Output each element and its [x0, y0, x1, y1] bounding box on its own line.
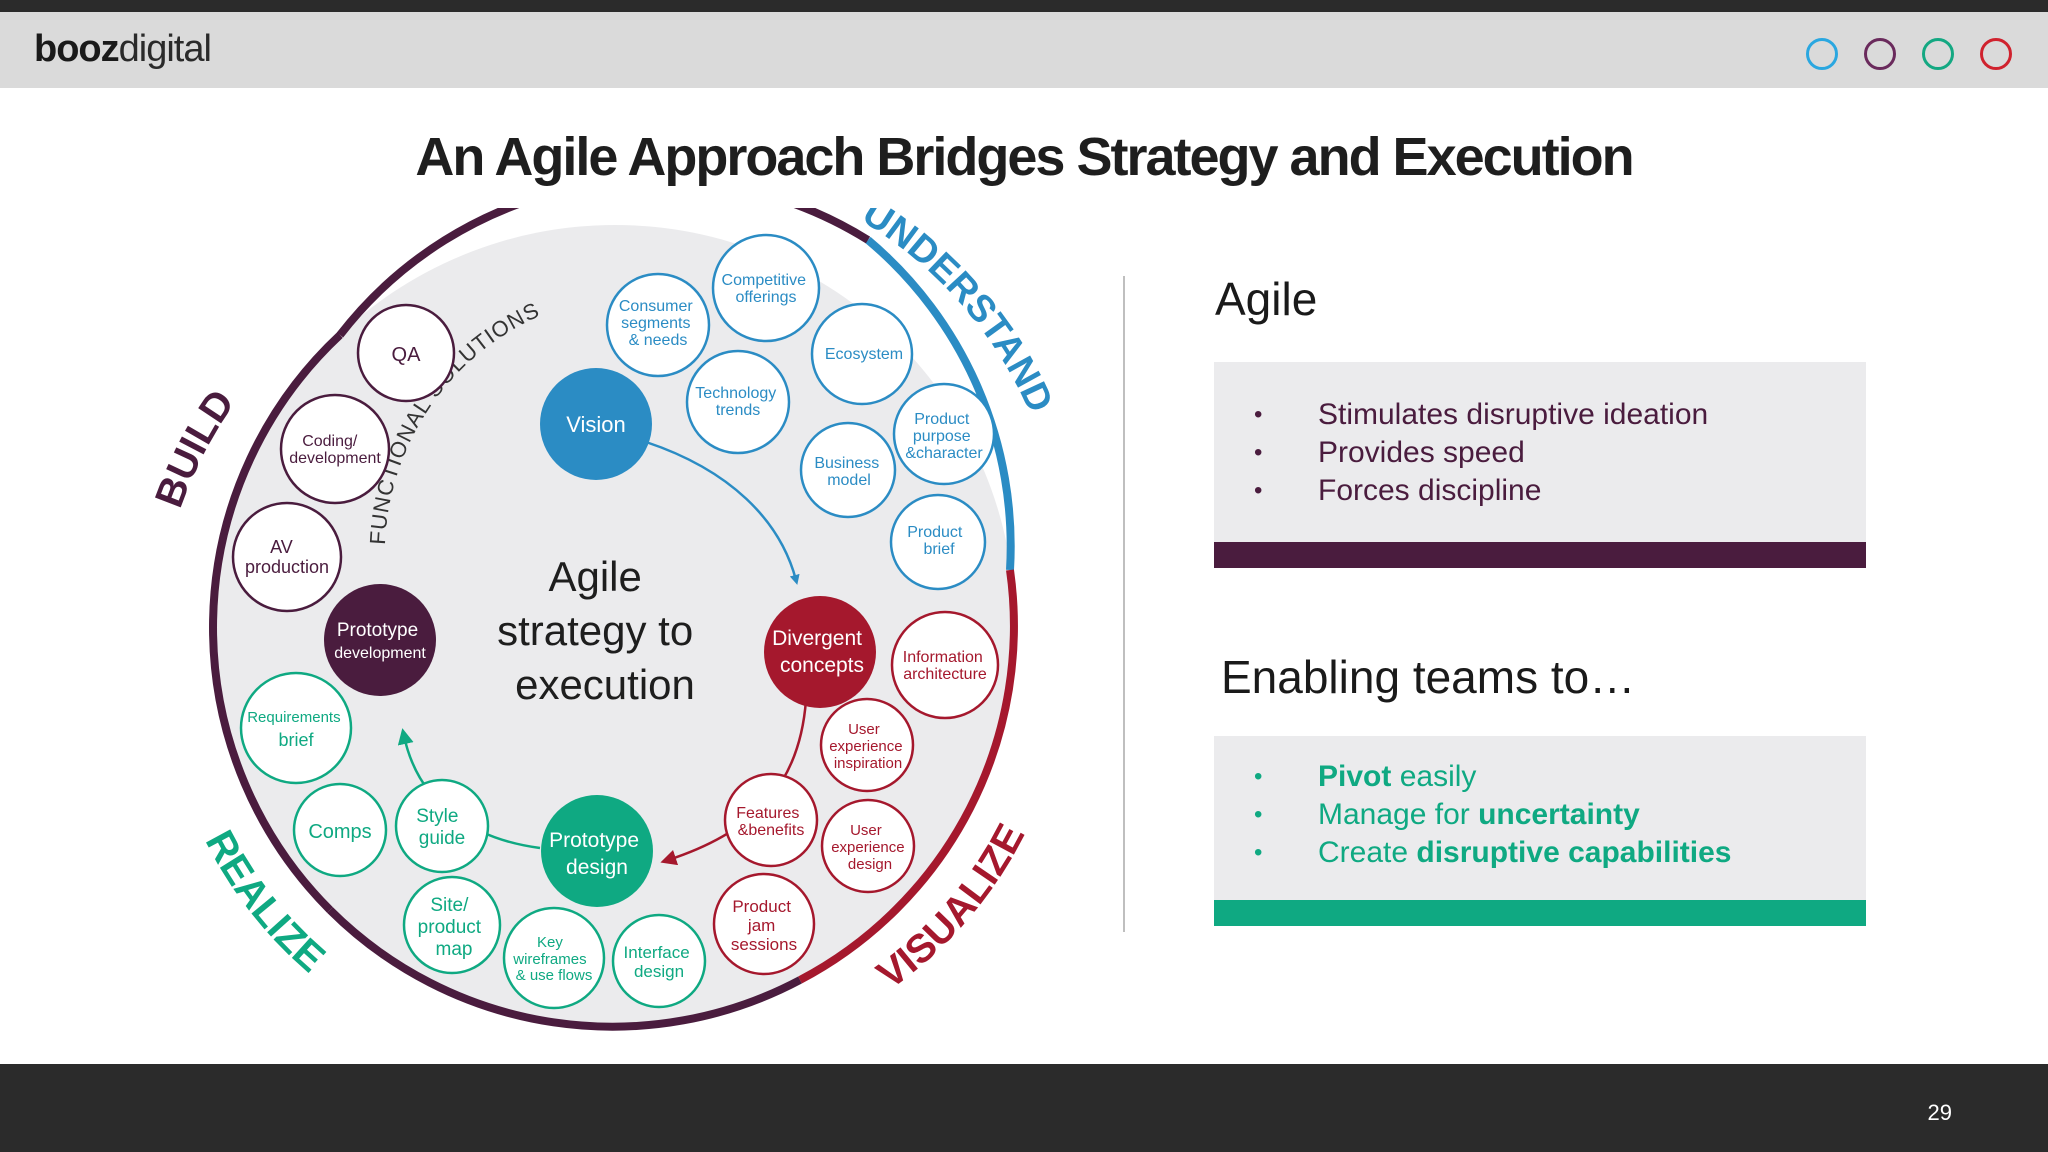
node-qa: QA [356, 303, 456, 403]
hub-prototype-design: Prototype design [541, 795, 653, 907]
agile-bullet: Provides speed [1214, 434, 1708, 472]
center-line-3: execution [515, 661, 695, 708]
svg-text:Requirements brief: Requirements brief [247, 709, 345, 750]
node-competitive-offerings: Competitive offerings [711, 233, 821, 343]
slide-title: An Agile Approach Bridges Strategy and E… [415, 127, 1634, 187]
node-ux-design: User experience design [820, 798, 916, 894]
node-ux-inspiration: User experience inspiration [819, 697, 915, 793]
footer-bar: 29 [0, 1064, 2048, 1152]
svg-text:Product jam se: Product jam sessions [731, 897, 797, 954]
svg-text:Consumer segments: Consumer segments & needs [619, 298, 697, 349]
svg-text:Competitive offerings: Competitive offerings [722, 272, 811, 306]
svg-text:Technology trends: Technology trends [695, 385, 780, 419]
svg-text:Business model: Business model [814, 455, 883, 489]
svg-text:Ecosystem: Ecosystem [825, 346, 903, 363]
header-circle-blue [1806, 38, 1838, 70]
enabling-bullet: Manage for uncertainty [1214, 796, 1732, 834]
agile-bullet: Stimulates disruptive ideation [1214, 396, 1708, 434]
arc-label-build: BUILD [150, 382, 243, 513]
hub-prototype-development: Prototype development [324, 584, 436, 696]
arrow-vision-to-divergent [645, 440, 800, 585]
header-circle-red [1980, 38, 2012, 70]
node-consumer-segments: Consumer segments & needs [605, 272, 711, 378]
agile-box: Stimulates disruptive ideation Provides … [1214, 362, 1866, 542]
page-number: 29 [1927, 1100, 1952, 1125]
top-bar [0, 0, 2048, 12]
node-site-product-map: Site/ product map [402, 875, 502, 975]
svg-text:Key wireframes: Key wireframes & use flows [512, 934, 592, 984]
node-features-benefits: Features &benefits [723, 772, 819, 868]
svg-text:User experience: User experience design [831, 822, 909, 873]
enabling-bullet-list: Pivot easily Manage for uncertainty Crea… [1214, 758, 1732, 872]
svg-text:Features &benefits: Features &benefits [736, 805, 804, 839]
agile-bullet: Forces discipline [1214, 472, 1708, 510]
hub-divergent-concepts: Divergent concepts [764, 596, 876, 708]
node-product-jam-sessions: Product jam sessions [712, 872, 816, 976]
enabling-box: Pivot easily Manage for uncertainty Crea… [1214, 736, 1866, 900]
node-technology-trends: Technology trends [685, 349, 791, 455]
svg-text:Product brief: Product brief [907, 524, 967, 558]
node-coding-development: Coding/ development [279, 393, 391, 505]
node-style-guide: Style guide [394, 778, 490, 874]
agile-cycle-diagram: Agile strategy to execution UNDERSTAND B… [150, 208, 1061, 1031]
logo: boozdigital [34, 28, 212, 71]
node-comps: Comps [292, 782, 388, 878]
svg-text:Coding/ development: Coding/ development [289, 433, 381, 467]
ring-segment-left [209, 332, 343, 913]
logo-bold: booz [34, 28, 120, 70]
svg-text:Site/ product: Site/ product map [418, 895, 487, 960]
node-interface-design: Interface design [611, 913, 707, 1009]
ring-segment-visualize [798, 569, 1018, 984]
enabling-bullet: Create disruptive capabilities [1214, 834, 1732, 872]
node-av-production: AV production [231, 501, 343, 613]
header-circle-green [1922, 38, 1954, 70]
enabling-accent-bar [1214, 900, 1866, 926]
svg-text:Prototype development: Prototype development [334, 620, 426, 662]
enabling-heading: Enabling teams to… [1221, 651, 1636, 703]
svg-text:Vision: Vision [566, 412, 626, 437]
svg-text:Product purpose: Product purpose &character [905, 411, 983, 462]
node-business-model: Business model [799, 421, 897, 519]
node-ecosystem: Ecosystem [810, 302, 914, 406]
ring-segment-top [336, 208, 871, 338]
ring-segment-bottom [327, 907, 802, 1031]
svg-text:QA: QA [392, 344, 422, 366]
node-product-brief: Product brief [889, 493, 987, 591]
header-circle-purple [1864, 38, 1896, 70]
vertical-divider [1123, 276, 1125, 932]
svg-text:Divergent concepts: Divergent concepts [772, 627, 868, 677]
svg-text:AV production: AV production [245, 537, 329, 577]
center-text: Agile strategy to execution [497, 553, 705, 708]
svg-text:Comps: Comps [308, 821, 371, 843]
svg-text:Interface design: Interface design [624, 943, 695, 981]
svg-text:Information architectu: Information architecture [903, 649, 988, 683]
node-key-wireframes: Key wireframes & use flows [502, 906, 606, 1010]
ring-segment-understand [865, 236, 1015, 571]
agile-accent-bar [1214, 542, 1866, 568]
node-requirements-brief: Requirements brief [239, 671, 353, 785]
logo-light: digital [118, 28, 212, 70]
agile-heading: Agile [1215, 273, 1318, 325]
slide-body: An Agile Approach Bridges Strategy and E… [0, 88, 2048, 1064]
enabling-bullet: Pivot easily [1214, 758, 1732, 796]
hub-vision: Vision [540, 368, 652, 480]
node-product-purpose: Product purpose &character [892, 382, 996, 486]
svg-text:Prototype design: Prototype design [549, 829, 645, 879]
center-line-2: strategy to [497, 607, 693, 654]
agile-bullet-list: Stimulates disruptive ideation Provides … [1214, 396, 1708, 510]
node-information-architecture: Information architecture [890, 610, 1000, 720]
svg-text:Style guide: Style guide [416, 806, 465, 849]
svg-text:User experience: User experience inspiration [829, 721, 907, 772]
center-line-1: Agile [548, 553, 641, 600]
header-bar: boozdigital [0, 12, 2048, 88]
